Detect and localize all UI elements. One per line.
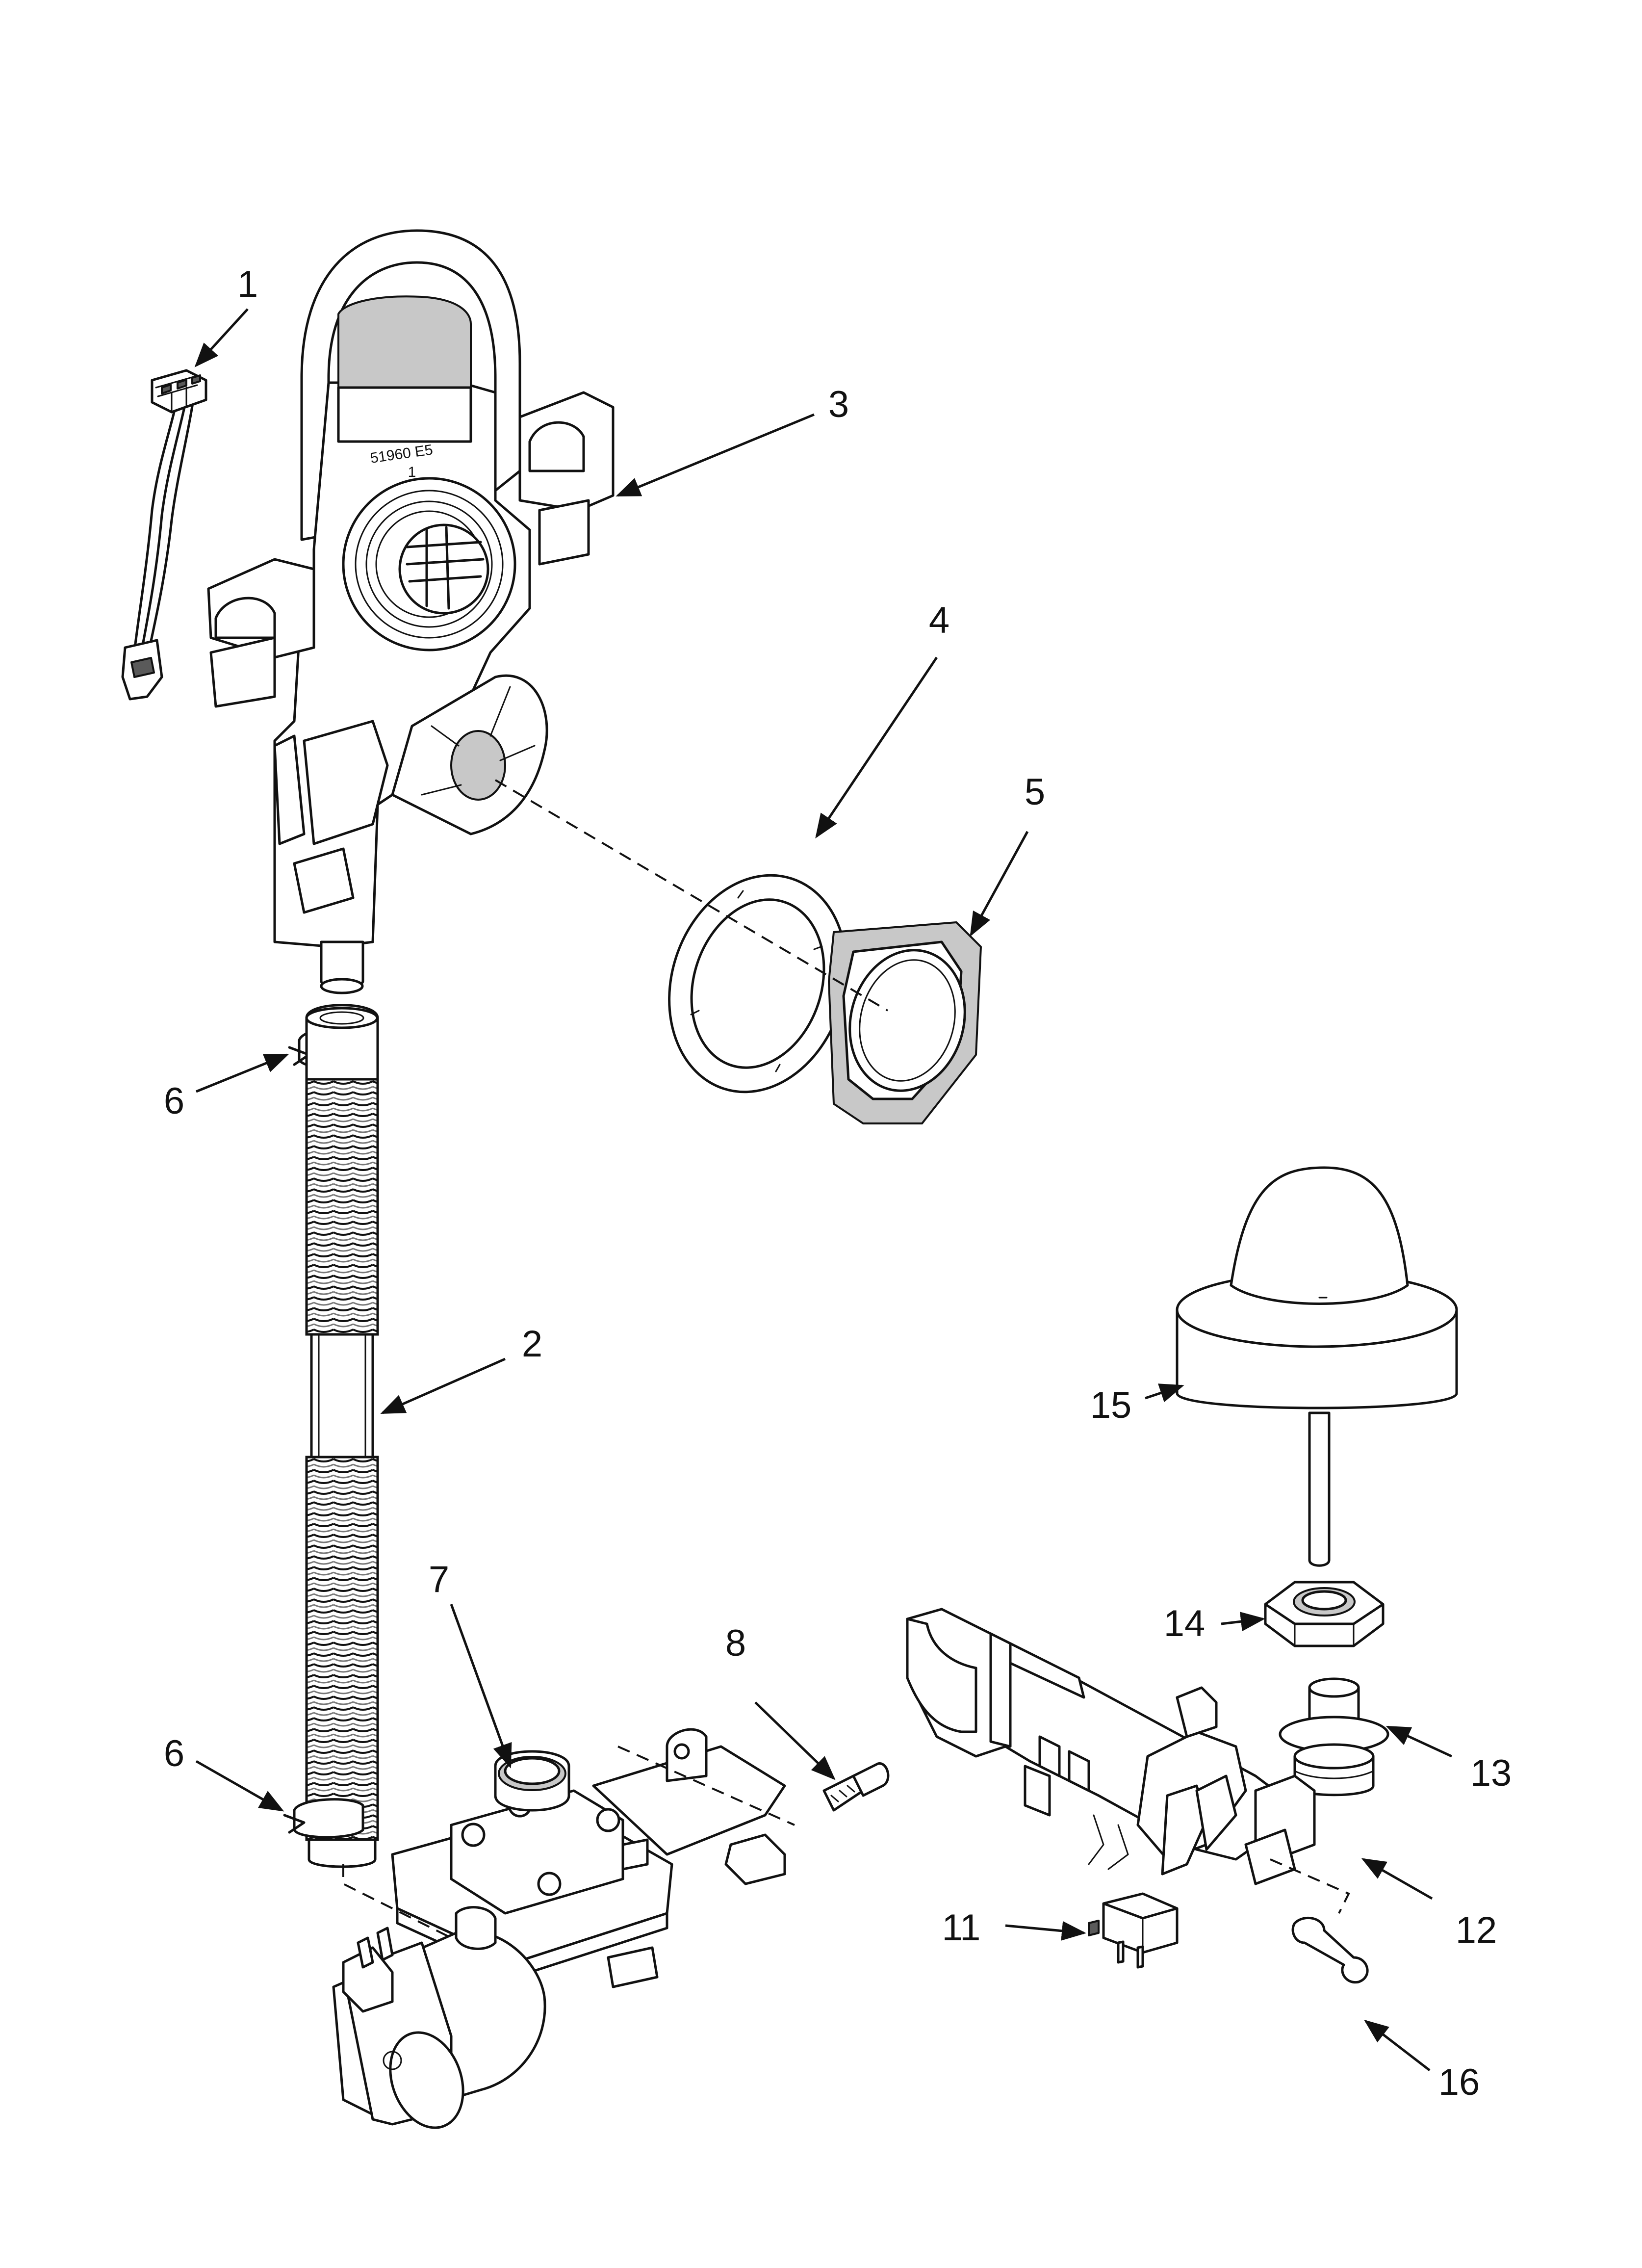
assembly-alignment-line (494, 779, 889, 1012)
leader-lines (194, 308, 1453, 2071)
callout-8: 8 (725, 1622, 746, 1664)
screw-alignment-line (617, 1746, 795, 1826)
corrugated-hose-part (305, 1004, 379, 1868)
float-part (1176, 1166, 1458, 1567)
gasket-ring-part (668, 874, 847, 1094)
callout-3: 3 (828, 384, 849, 425)
retaining-nut-part (828, 921, 982, 1124)
hex-nut-part (1264, 1581, 1385, 1647)
callout-5: 5 (1025, 771, 1045, 813)
inlet-valve-part (332, 1728, 786, 2129)
vent-housing-part: 51960 E5 1 (207, 229, 615, 994)
switch-bracket-part (906, 1608, 1316, 1885)
float-guide-part (1279, 1677, 1389, 1797)
callout-2: 2 (522, 1323, 542, 1365)
retaining-clip-part (1291, 1916, 1369, 1984)
clip-alignment-line (1270, 1858, 1350, 1914)
hose-valve-alignment-line (342, 1864, 452, 1939)
callout-13: 13 (1470, 1752, 1512, 1794)
callout-1: 1 (237, 263, 258, 305)
callout-11: 11 (942, 1907, 981, 1949)
callout-15: 15 (1090, 1384, 1132, 1426)
callout-16: 16 (1438, 2061, 1480, 2103)
callout-6-lower: 6 (164, 1733, 184, 1774)
screw-part (822, 1762, 890, 1812)
callout-12: 12 (1456, 1909, 1497, 1951)
callout-labels: 1 2 3 4 5 6 6 7 8 11 12 13 14 15 16 (164, 263, 1512, 2103)
wire-harness-part (121, 369, 207, 701)
callout-4: 4 (929, 600, 949, 641)
micro-switch-part (1088, 1892, 1179, 1969)
callout-14: 14 (1164, 1603, 1206, 1644)
lower-hose-clamp-part (283, 1798, 364, 1839)
part-revision-stamp: 1 (408, 464, 416, 480)
callout-6-upper: 6 (164, 1080, 184, 1122)
callout-7: 7 (429, 1559, 449, 1600)
